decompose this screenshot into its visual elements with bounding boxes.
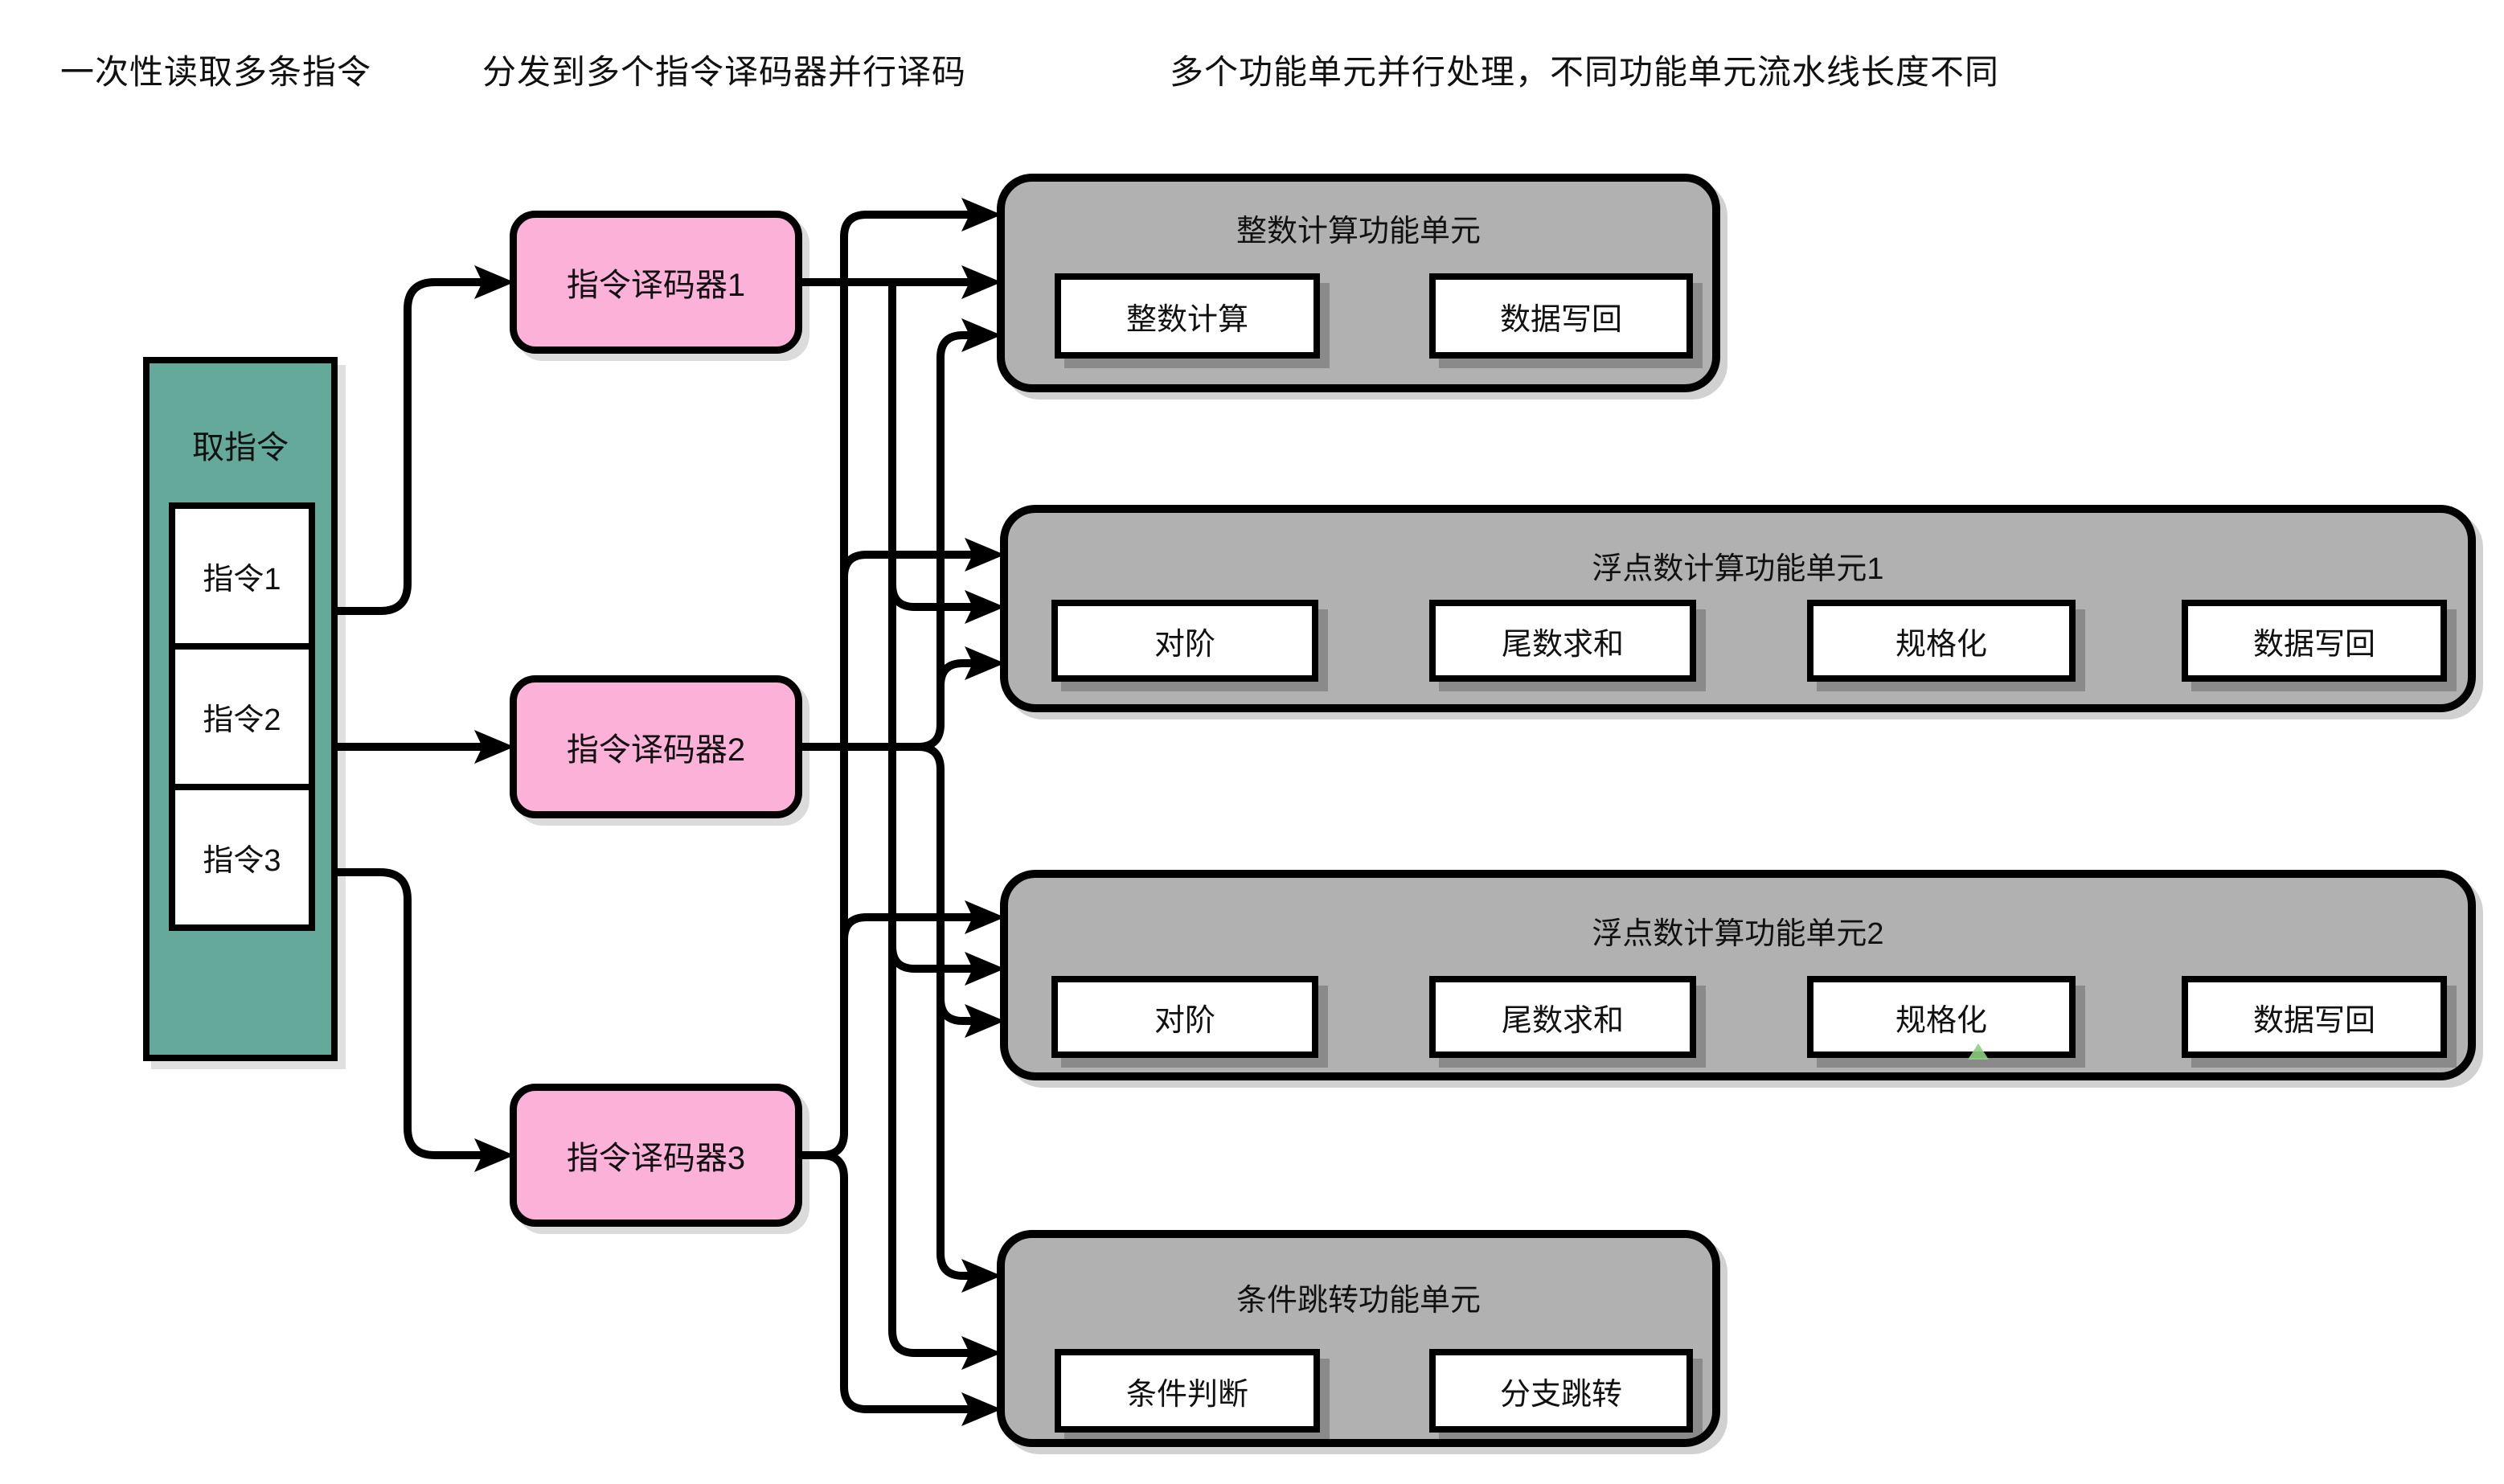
stage-integer-compute: 整数计算 xyxy=(1055,273,1320,359)
fetch-unit-box: 取指令 指令1 指令2 指令3 xyxy=(143,357,338,1061)
fetch-unit-title: 取指令 xyxy=(192,430,289,465)
stage-f1-normalize: 规格化 xyxy=(1807,600,2076,682)
stage-f1-writeback: 数据写回 xyxy=(2182,600,2447,682)
annotation-units: 多个功能单元并行处理，不同功能单元流水线长度不同 xyxy=(1170,53,2000,91)
stage-branch-jump: 分支跳转 xyxy=(1429,1349,1693,1433)
float-unit-2-box: 浮点数计算功能单元2 对阶 尾数求和 规格化 数据写回 xyxy=(1000,870,2476,1080)
float-unit-2-title: 浮点数计算功能单元2 xyxy=(1592,917,1884,951)
branch-unit-title: 条件跳转功能单元 xyxy=(1236,1284,1481,1318)
decoder-1-box: 指令译码器1 xyxy=(510,211,802,354)
decoder-2-box: 指令译码器2 xyxy=(510,675,802,818)
instruction-2-box: 指令2 xyxy=(169,643,315,790)
stage-condition-check: 条件判断 xyxy=(1055,1349,1320,1433)
instruction-list: 指令1 指令2 指令3 xyxy=(169,502,315,931)
float-unit-1-title: 浮点数计算功能单元1 xyxy=(1592,552,1884,586)
integer-unit-title: 整数计算功能单元 xyxy=(1236,215,1481,248)
stage-f1-mantissa: 尾数求和 xyxy=(1429,600,1696,682)
stage-f2-align: 对阶 xyxy=(1051,976,1318,1058)
instruction-1-box: 指令1 xyxy=(169,502,315,650)
branch-unit-box: 条件跳转功能单元 条件判断 分支跳转 xyxy=(997,1230,1720,1447)
stage-f2-mantissa: 尾数求和 xyxy=(1429,976,1696,1058)
annotation-dispatch: 分发到多个指令译码器并行译码 xyxy=(482,53,967,91)
stage-f1-align: 对阶 xyxy=(1051,600,1318,682)
stage-f2-writeback: 数据写回 xyxy=(2182,976,2447,1058)
stage-f2-normalize: 规格化 xyxy=(1807,976,2076,1058)
decoder-3-box: 指令译码器3 xyxy=(510,1084,802,1227)
instruction-3-box: 指令3 xyxy=(169,784,315,931)
annotation-fetch: 一次性读取多条指令 xyxy=(60,53,372,91)
stage-integer-writeback: 数据写回 xyxy=(1429,273,1693,359)
float-unit-1-box: 浮点数计算功能单元1 对阶 尾数求和 规格化 数据写回 xyxy=(1000,505,2476,712)
green-caret-icon xyxy=(1968,1043,1989,1060)
integer-unit-box: 整数计算功能单元 整数计算 数据写回 xyxy=(997,174,1720,392)
